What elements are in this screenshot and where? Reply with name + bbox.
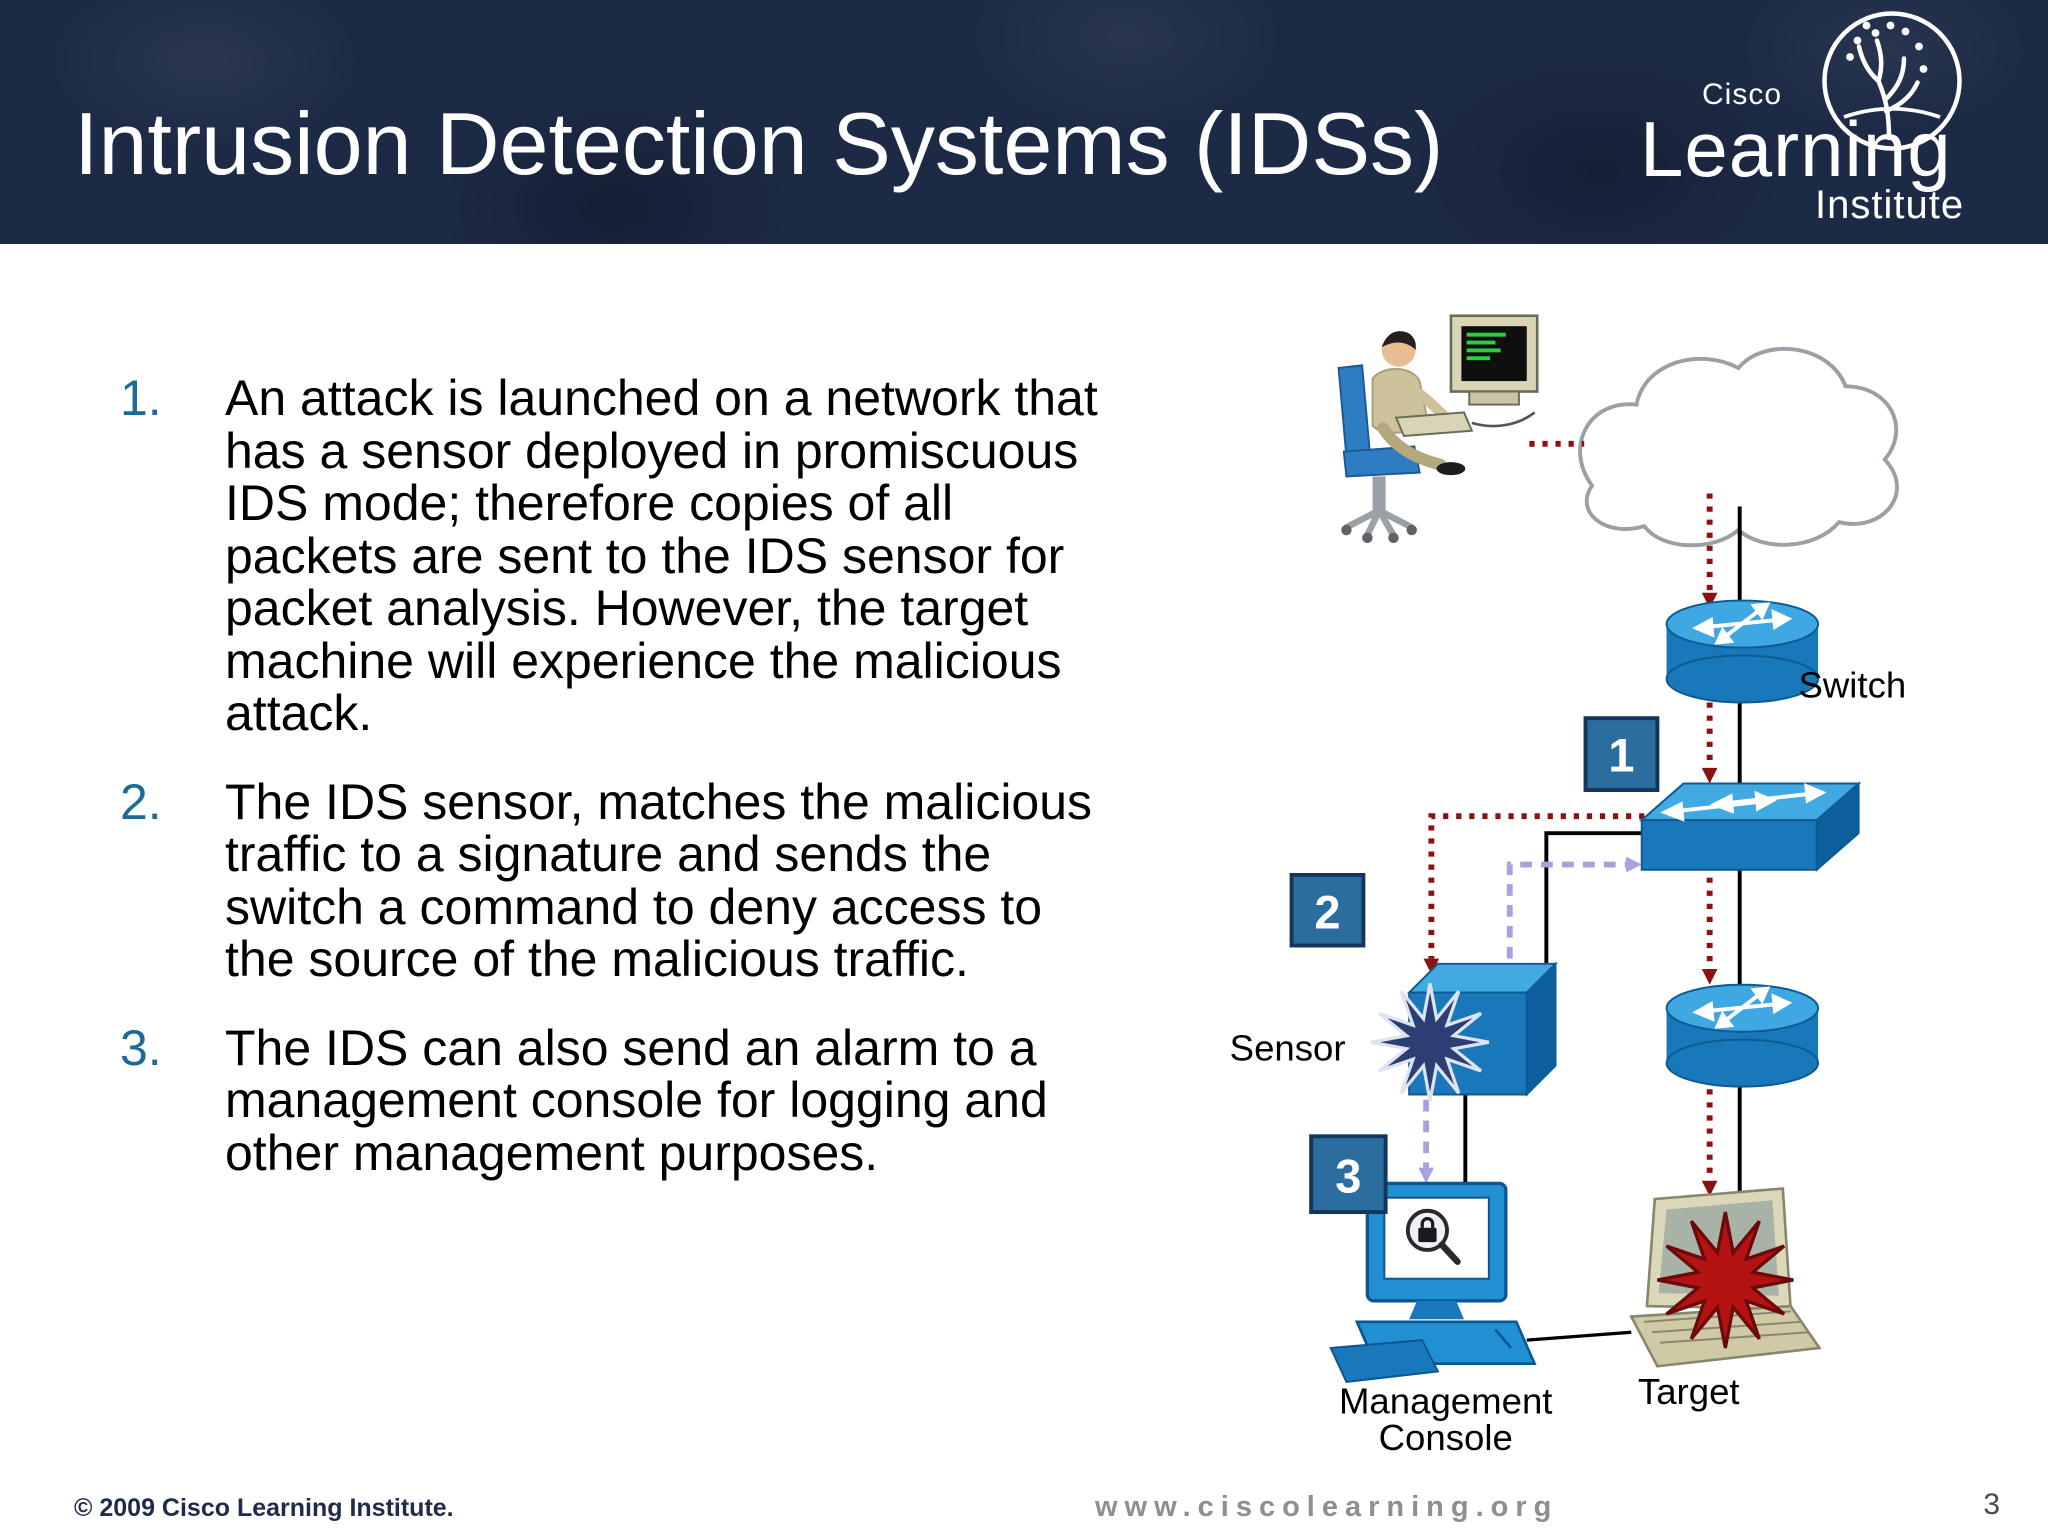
management-console-icon	[1329, 1181, 1537, 1383]
sensor-icon	[1370, 961, 1558, 1102]
page-number: 3	[1983, 1488, 2000, 1521]
list-item: 2. The IDS sensor, matches the malicious…	[120, 773, 1120, 987]
list-item-number: 2.	[120, 773, 162, 830]
target-laptop-icon	[1629, 1187, 1822, 1368]
network-diagram: 1 2 3 Switch Sensor Management Console T…	[1230, 314, 1907, 1458]
list-item-text: An attack is launched on a network that …	[225, 370, 1098, 741]
list-item: 1. An attack is launched on a network th…	[120, 372, 1120, 740]
attack-path-arrowheads	[1423, 592, 1718, 1197]
attack-path	[1428, 440, 1713, 1181]
step-1-badge: 1	[1583, 716, 1660, 792]
management-console-label-line2: Console	[1379, 1417, 1513, 1458]
switch-label: Switch	[1799, 664, 1907, 705]
network-links	[1463, 506, 1742, 1342]
sensor-starburst	[1370, 983, 1490, 1102]
logo-sub-text: Institute	[1815, 183, 1965, 227]
list-item-text: The IDS sensor, matches the malicious tr…	[225, 773, 1093, 987]
step-1-number: 1	[1608, 729, 1634, 782]
list-item-number: 3.	[120, 1019, 162, 1076]
attacker-illustration	[1337, 314, 1539, 544]
cisco-learning-institute-logo: Cisco Learning Institute	[1602, 6, 2012, 238]
router-icon	[1665, 599, 1820, 704]
logo-word-text: Learning	[1640, 105, 1952, 193]
management-console-label-line1: Management	[1339, 1380, 1553, 1421]
bullet-list: 1. An attack is launched on a network th…	[120, 372, 1120, 1215]
response-path	[1423, 861, 1627, 1168]
website-text: www.ciscolearning.org	[1095, 1491, 1559, 1523]
page-title: Intrusion Detection Systems (IDSs)	[74, 94, 1444, 193]
internet-cloud-icon	[1578, 346, 1899, 548]
step-3-badge: 3	[1309, 1134, 1388, 1215]
copyright-text: © 2009 Cisco Learning Institute.	[74, 1494, 454, 1522]
response-path-arrowheads	[1418, 856, 1642, 1184]
list-item: 3. The IDS can also send an alarm to a m…	[120, 1019, 1120, 1181]
target-starburst	[1657, 1211, 1794, 1349]
step-2-badge: 2	[1289, 873, 1366, 948]
list-item-text: The IDS can also send an alarm to a mana…	[225, 1019, 1048, 1181]
router-icon-lower	[1664, 982, 1821, 1089]
logo-brand-text: Cisco	[1702, 78, 1783, 111]
slide-header: Intrusion Detection Systems (IDSs) Cisco…	[0, 0, 2048, 244]
step-2-number: 2	[1314, 886, 1340, 939]
tree-emblem-icon	[1822, 11, 1962, 151]
target-label: Target	[1638, 1371, 1740, 1412]
switch-icon	[1639, 781, 1862, 872]
list-item-number: 1.	[120, 370, 162, 426]
step-3-number: 3	[1335, 1149, 1361, 1202]
sensor-label: Sensor	[1230, 1028, 1346, 1069]
